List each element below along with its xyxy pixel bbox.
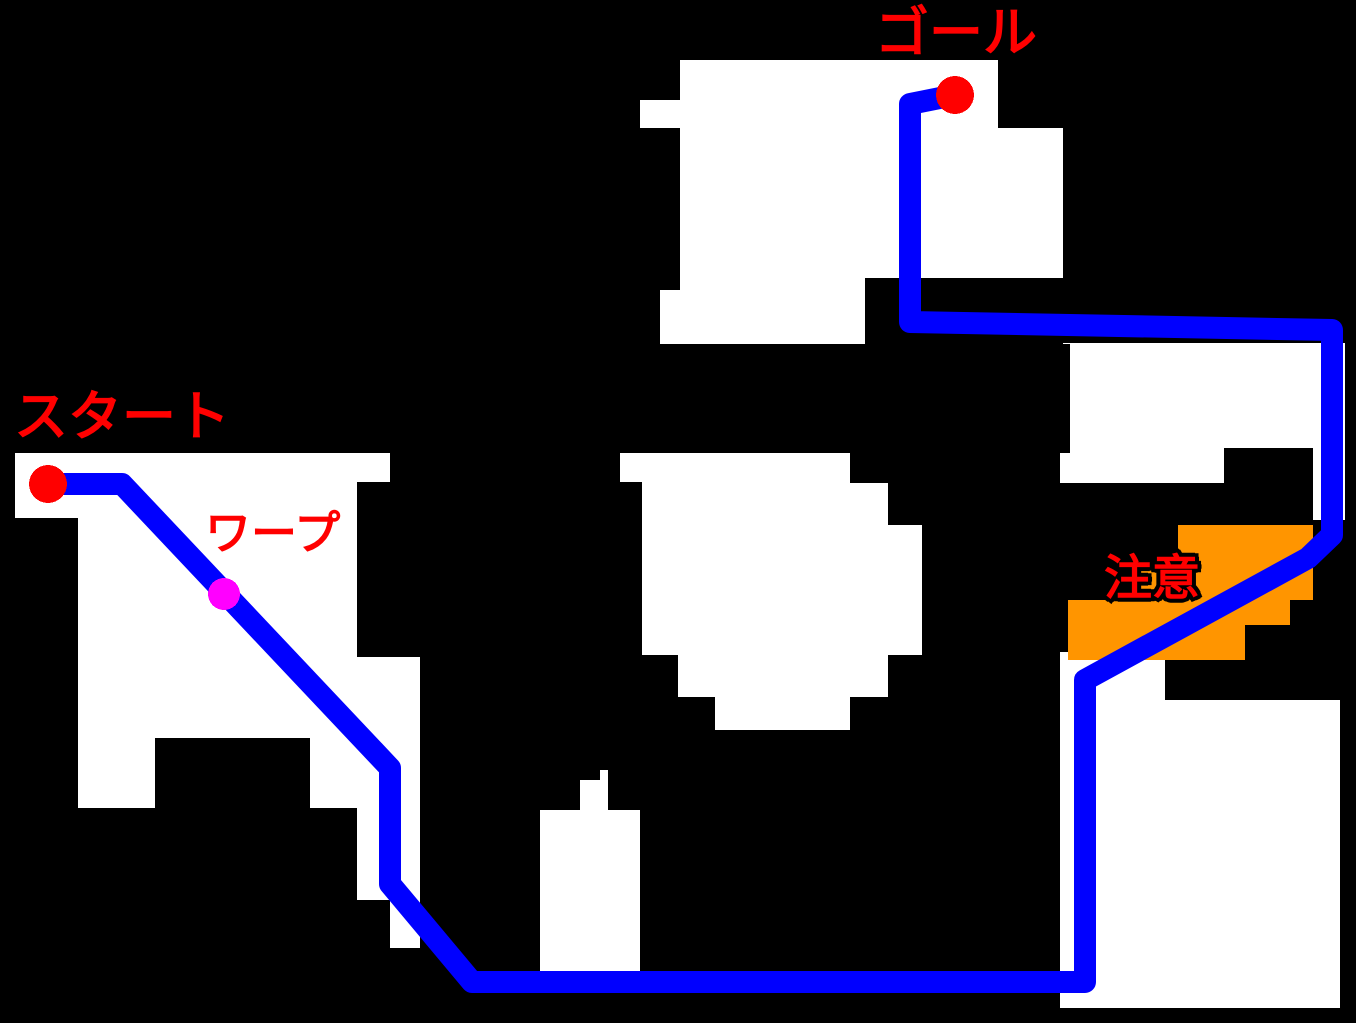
floor-right-connector	[1060, 343, 1345, 520]
goal-marker[interactable]	[936, 76, 974, 114]
wall-block-right-upper	[1063, 60, 1345, 343]
wall-block-upper-gap	[640, 344, 1070, 453]
warp-marker[interactable]	[208, 578, 240, 610]
wall-block-caution-left	[1010, 483, 1245, 600]
wall-strip-top	[0, 0, 1356, 60]
goal-label: ゴール	[875, 3, 1037, 63]
floor-central-chamber	[620, 450, 922, 730]
wall-strip-bottom	[0, 1008, 1356, 1023]
floor-lower-right-chamber	[1060, 652, 1340, 1008]
wall-strip-right	[1345, 60, 1356, 1023]
wall-block-upper-left	[15, 60, 640, 453]
wall-block-center-left	[357, 482, 642, 657]
marker-layer	[29, 76, 974, 610]
wall-block-right-mid	[998, 60, 1063, 128]
caution-zone	[1068, 525, 1313, 660]
wall-strip-left	[0, 60, 15, 1023]
caution-zone-shape	[1068, 525, 1313, 660]
wall-block-lower-mid	[420, 655, 640, 980]
wall-block-lower-left	[0, 518, 420, 1023]
start-marker[interactable]	[29, 465, 67, 503]
warp-label: ワープ	[205, 507, 341, 559]
wall-block-center-right	[922, 450, 1060, 735]
wall-block-bottom	[640, 735, 1060, 980]
route-path	[37, 84, 1343, 993]
start-label: スタート	[14, 387, 230, 447]
caution-label: 注意	[1100, 551, 1203, 606]
route-layer	[37, 84, 1343, 993]
